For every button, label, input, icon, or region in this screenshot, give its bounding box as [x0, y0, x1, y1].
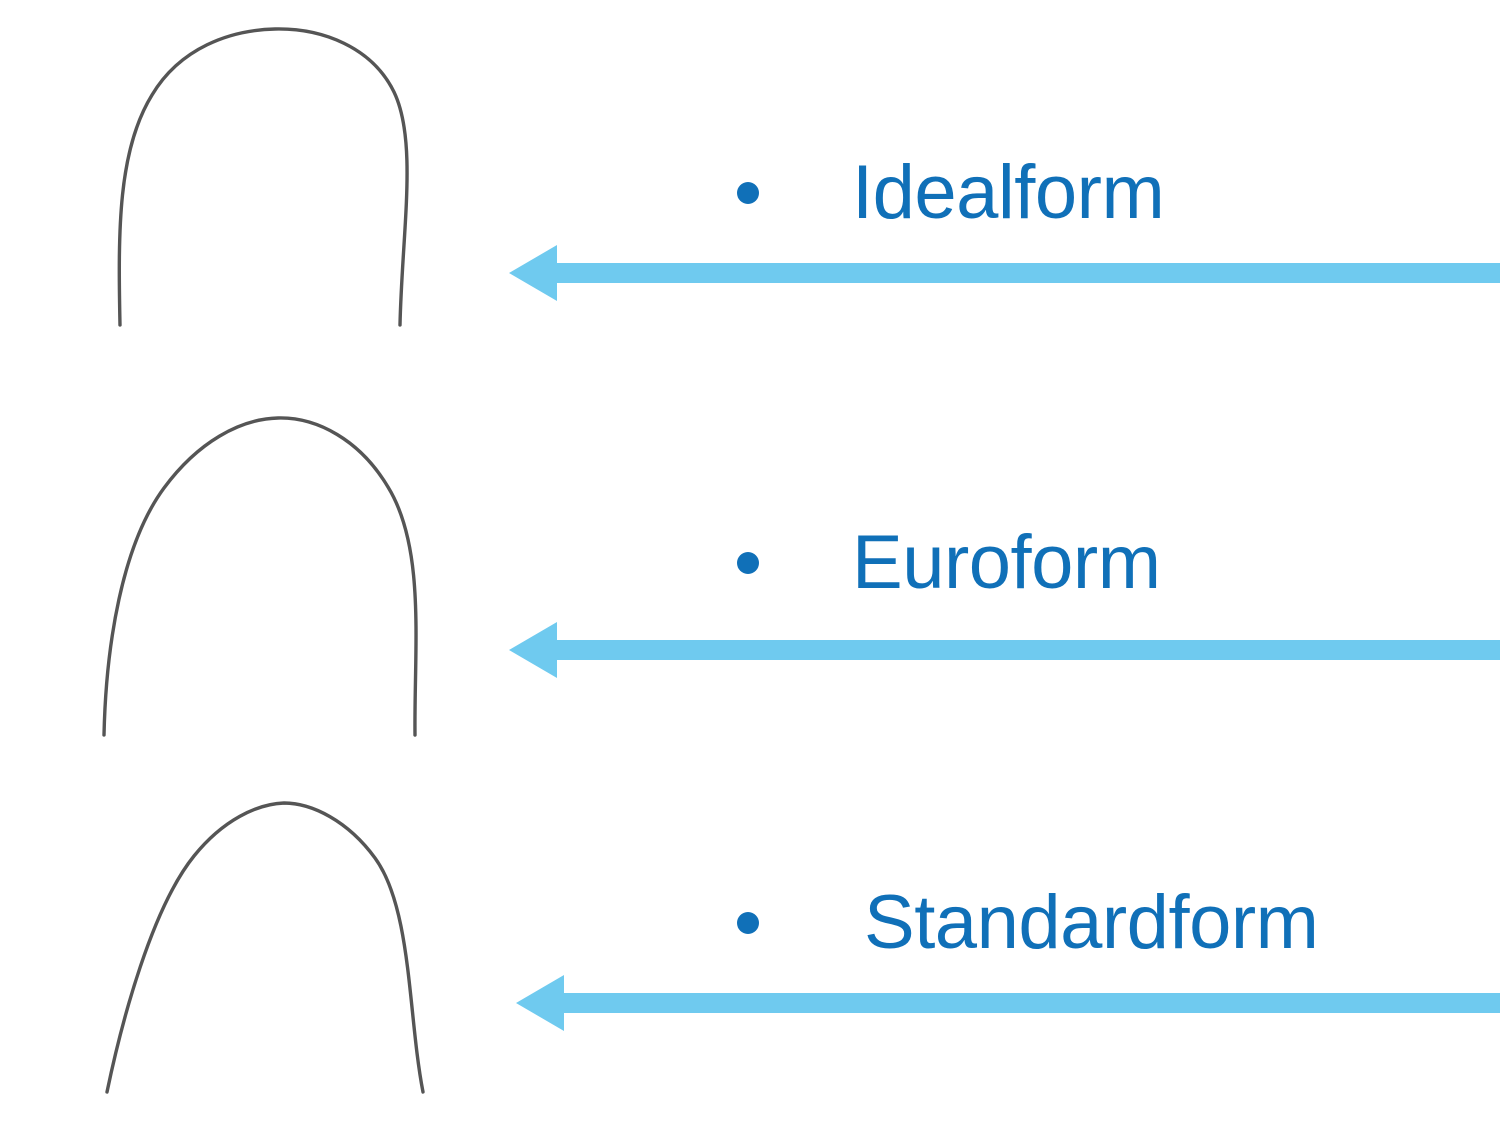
- list-item-standardform: Standardform: [737, 880, 1319, 965]
- archwire-euroform: [60, 395, 480, 765]
- bullet-icon: [737, 912, 759, 934]
- archwire-standardform: [60, 780, 500, 1120]
- arrow-idealform-shape: [509, 245, 1500, 301]
- bullet-icon: [737, 552, 759, 574]
- archwire-euroform-drawing: [102, 416, 418, 737]
- label-standardform: Standardform: [864, 880, 1319, 965]
- arrow-standardform-shape: [516, 975, 1500, 1031]
- label-idealform: Idealform: [852, 150, 1165, 235]
- list-item-euroform: Euroform: [737, 525, 1161, 601]
- archwire-standardform-drawing: [105, 801, 425, 1094]
- arrow-standardform: [512, 968, 1500, 1038]
- archwire-idealform-drawing: [117, 27, 409, 327]
- label-euroform: Euroform: [852, 520, 1161, 605]
- arrow-euroform: [505, 615, 1500, 685]
- arrow-idealform: [505, 238, 1500, 308]
- bullet-icon: [737, 182, 759, 204]
- archwire-idealform: [60, 0, 480, 360]
- list-item-idealform: Idealform: [737, 150, 1165, 235]
- arrow-euroform-shape: [509, 622, 1500, 678]
